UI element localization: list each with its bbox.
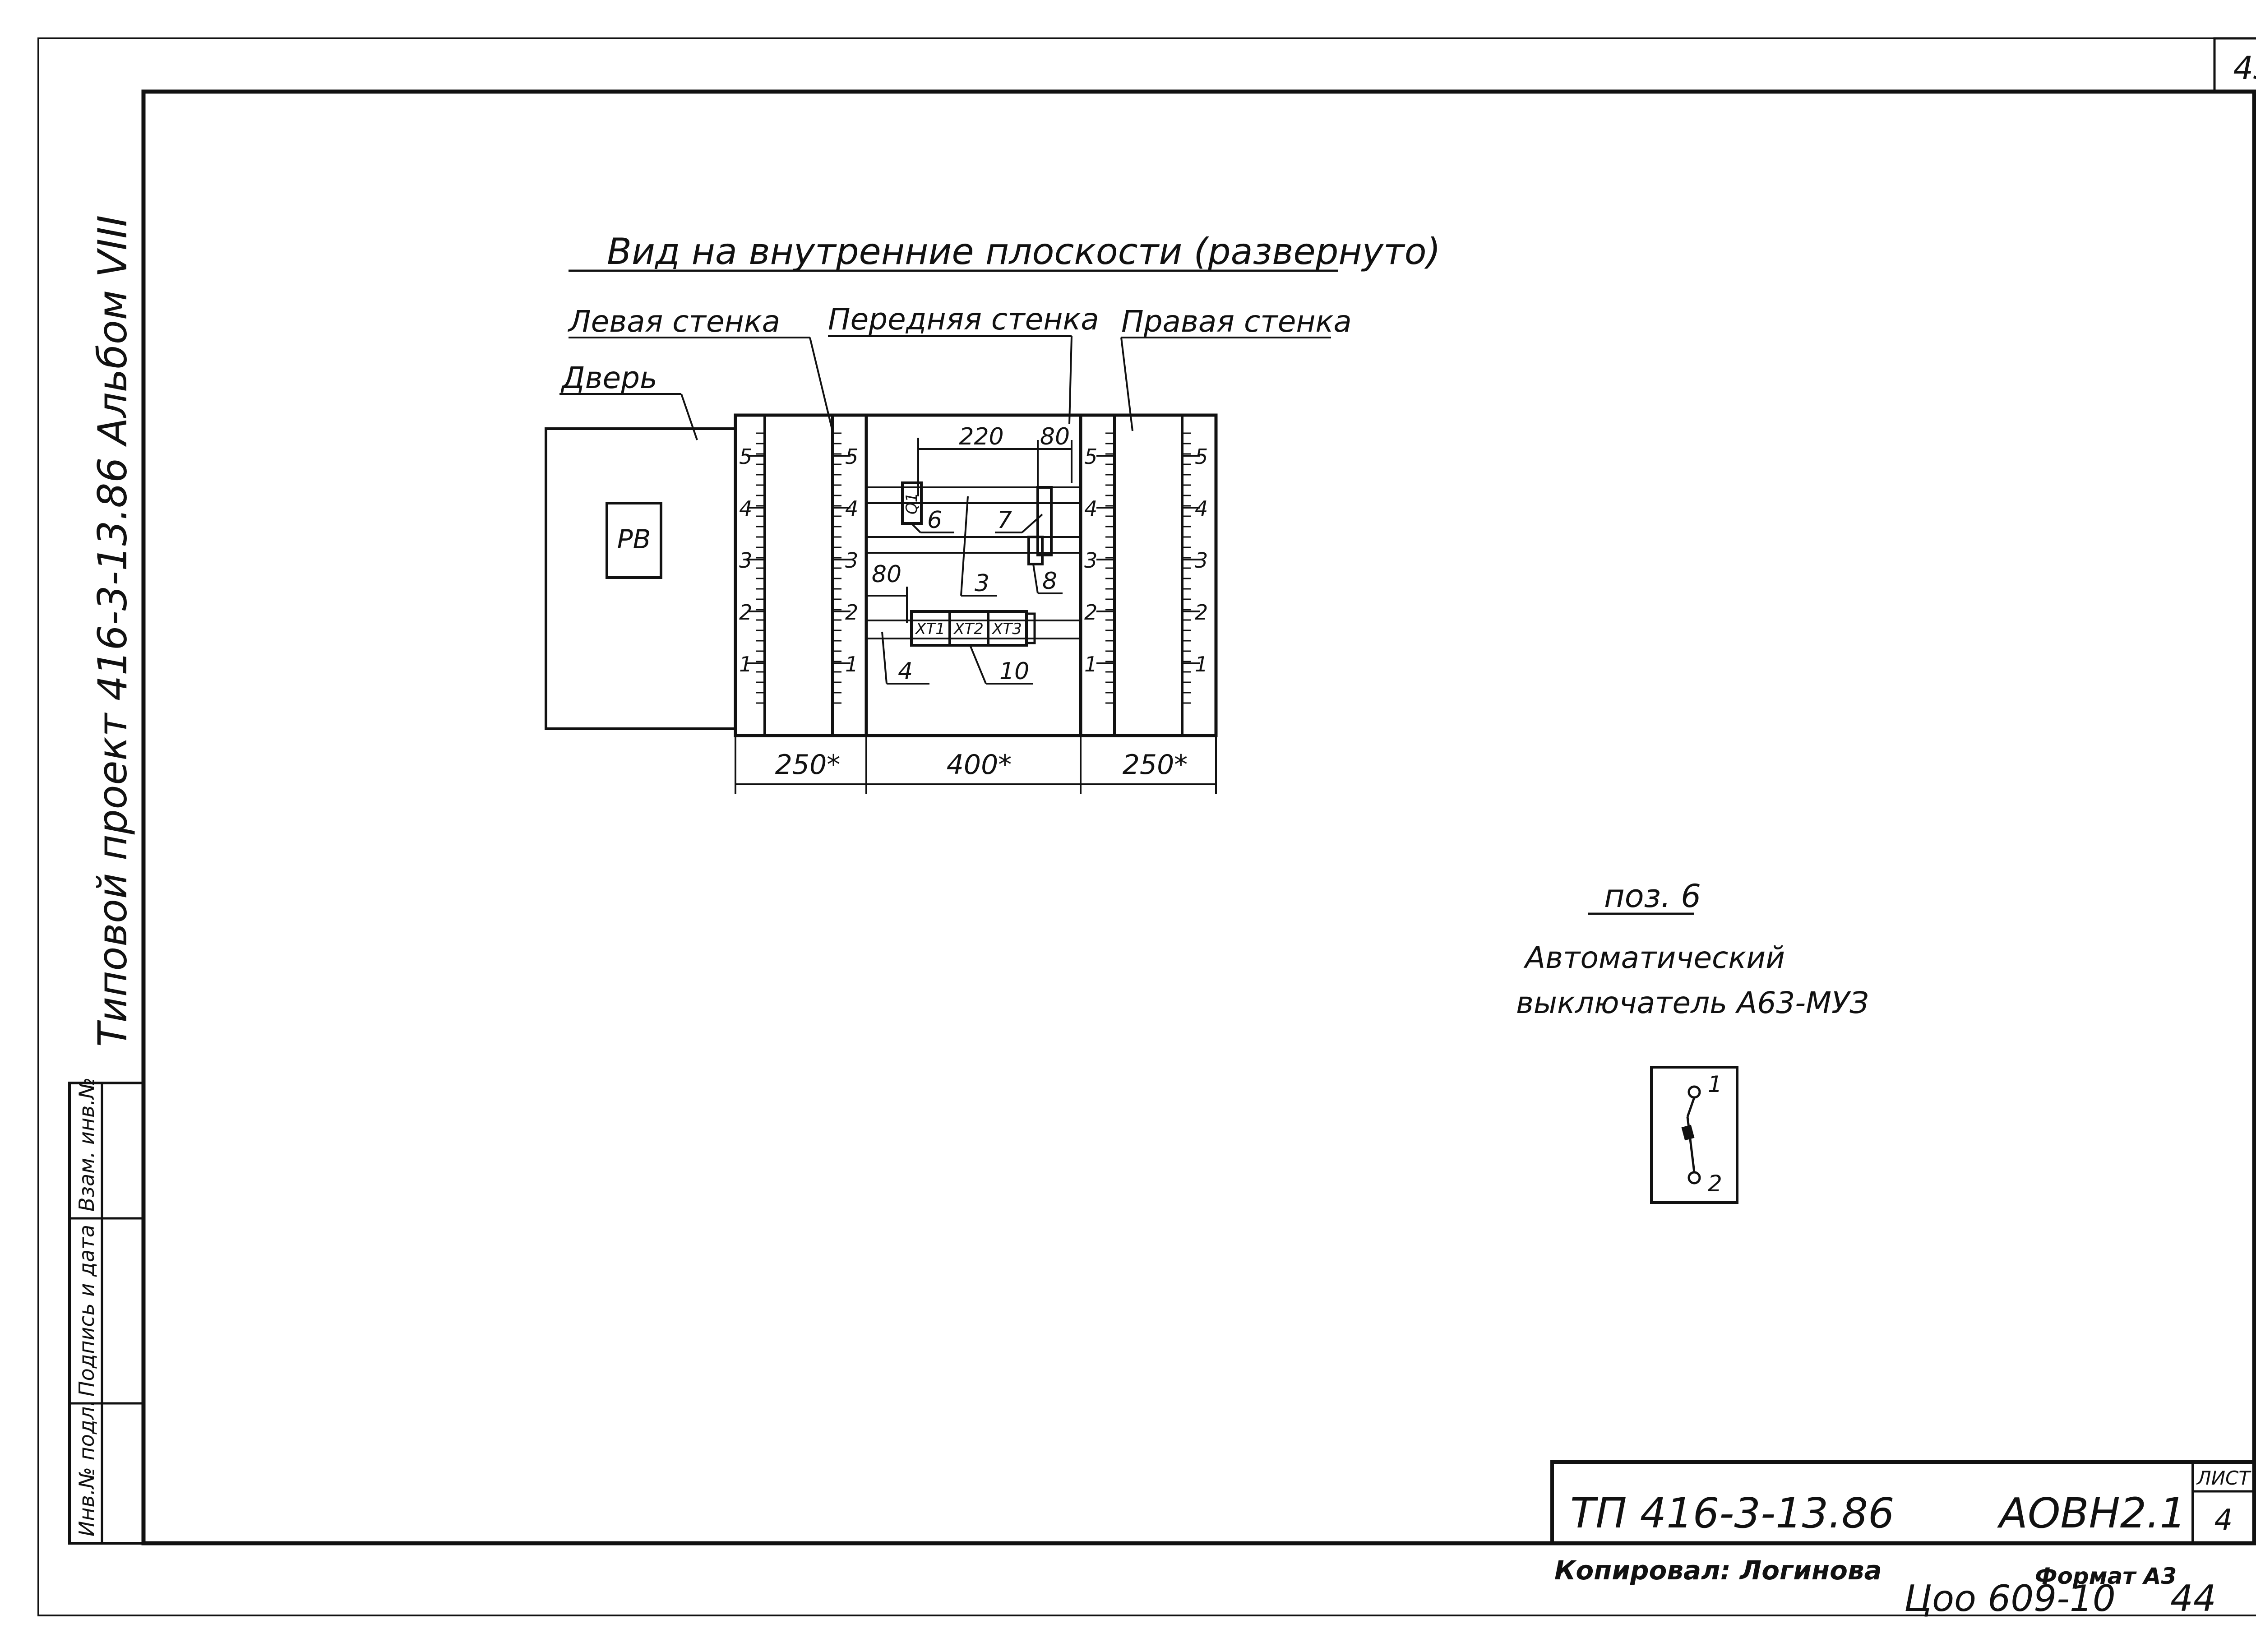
device-8 [1027,536,1044,565]
scale-mark-label: 5 [845,444,858,469]
scale-mark-label: 1 [739,652,752,676]
pos-7: 7 [997,507,1012,534]
view-title: Вид на внутренние плоскости (развернуто) [607,231,1441,273]
pos-3: 3 [975,570,989,597]
label-door: Дверь [560,361,657,395]
scale-mark-label: 1 [1084,652,1097,676]
scale-labels: 1 2 3 4 5 1 2 3 4 5 1 2 3 4 5 1 2 3 4 5 [739,444,1208,676]
terminal-xt1-label: XT1 [915,620,945,638]
terminal-xt3-label: XT3 [991,620,1022,638]
pin-2: 2 [1708,1171,1722,1197]
pos-6: 6 [927,507,942,534]
pos6-title: поз. 6 [1604,878,1701,915]
scale-mark-label: 2 [739,600,752,625]
label-left-wall: Левая стенка [568,304,780,339]
pos-4: 4 [898,658,913,685]
scale-mark-label: 3 [845,548,858,573]
stamp-col-sign: Подпись и дата [74,1225,99,1397]
side-stamp: Инв.№ подл. Подпись и дата Взам. инв.№ Т… [68,215,145,1545]
scale-mark-label: 5 [739,444,752,469]
walls-frame [734,413,1218,737]
dim-mid-400: 400* [947,749,1012,781]
scale-mark-label: 5 [1195,444,1208,469]
pos6-block: поз. 6 Автоматический выключатель А63-МУ… [1516,878,1869,1204]
pos-8: 8 [1042,568,1057,595]
scale-mark-label: 4 [1084,496,1097,521]
format: Формат А3 [2035,1563,2177,1589]
dim-right-250: 250* [1123,749,1188,781]
corner-box [2213,37,2256,93]
archive-page: 44 [2170,1578,2216,1620]
pin-1: 1 [1708,1071,1722,1097]
front-wall-equipment: 220 80 Q1 6 7 8 3 80 [866,423,1081,685]
stamp-col-replace: Взам. инв.№ [74,1077,99,1212]
outer-border [37,37,2256,1616]
inner-frame [141,89,2256,1546]
dim-220: 220 [959,423,1003,450]
scale-mark-label: 2 [1195,600,1208,625]
sheet-number: 4 [2214,1504,2233,1537]
breaker-symbol-frame [1650,1066,1738,1204]
scale-mark-label: 3 [739,548,752,573]
scale-mark-label: 2 [1084,600,1097,625]
pos6-line1: Автоматический [1523,940,1785,975]
door-device-box [606,502,662,579]
label-front-wall: Передняя стенка [828,302,1099,337]
dim-left-250: 250* [775,749,841,781]
scale-mark-label: 1 [1195,652,1208,676]
breaker-q1-label: Q1 [903,493,921,514]
bottom-dimensions: 250* 400* 250* [735,736,1217,794]
pos6-line2: выключатель А63-МУЗ [1516,986,1869,1020]
scale-mark-label: 4 [1195,496,1208,521]
drawing-code: АОВН2.1 [1997,1489,2186,1537]
breaker-symbol-contact [1681,1124,1695,1141]
dim-80-top: 80 [1040,423,1070,450]
device-7 [1036,486,1053,556]
scale-mark-label: 1 [845,652,858,676]
archive-number: Цоо 609-10 [1904,1578,2116,1620]
sheet-label: ЛИСТ [2196,1467,2251,1489]
stamp-col-inv: Инв.№ подл. [74,1400,99,1536]
scale-mark-label: 3 [1084,548,1097,573]
terminal-xt2-label: XT2 [953,620,984,638]
scale-mark-label: 2 [845,600,858,625]
door-device-label: РВ [617,524,651,555]
scale-mark-label: 5 [1084,444,1097,469]
scale-mark-label: 3 [1195,548,1208,573]
scale-mark-label: 4 [845,496,858,521]
pos-10: 10 [999,658,1029,685]
dim-80-left: 80 [872,561,901,588]
copied-by: Копировал: Логинова [1554,1555,1882,1586]
title-block: ЛИСТ 4 ТП 416-3-13.86 АОВН2.1 [1550,1460,2256,1545]
corner-number: 43 [2233,50,2256,87]
scale-strips [747,432,1200,704]
unfolded-view: Вид на внутренние плоскости (развернуто)… [545,231,1441,794]
side-title: Типовой проект 416-3-13.86 Альбом VIII [89,215,136,1047]
label-right-wall: Правая стенка [1121,304,1352,339]
doc-code: ТП 416-3-13.86 [1570,1489,1895,1537]
scale-mark-label: 4 [739,496,752,521]
